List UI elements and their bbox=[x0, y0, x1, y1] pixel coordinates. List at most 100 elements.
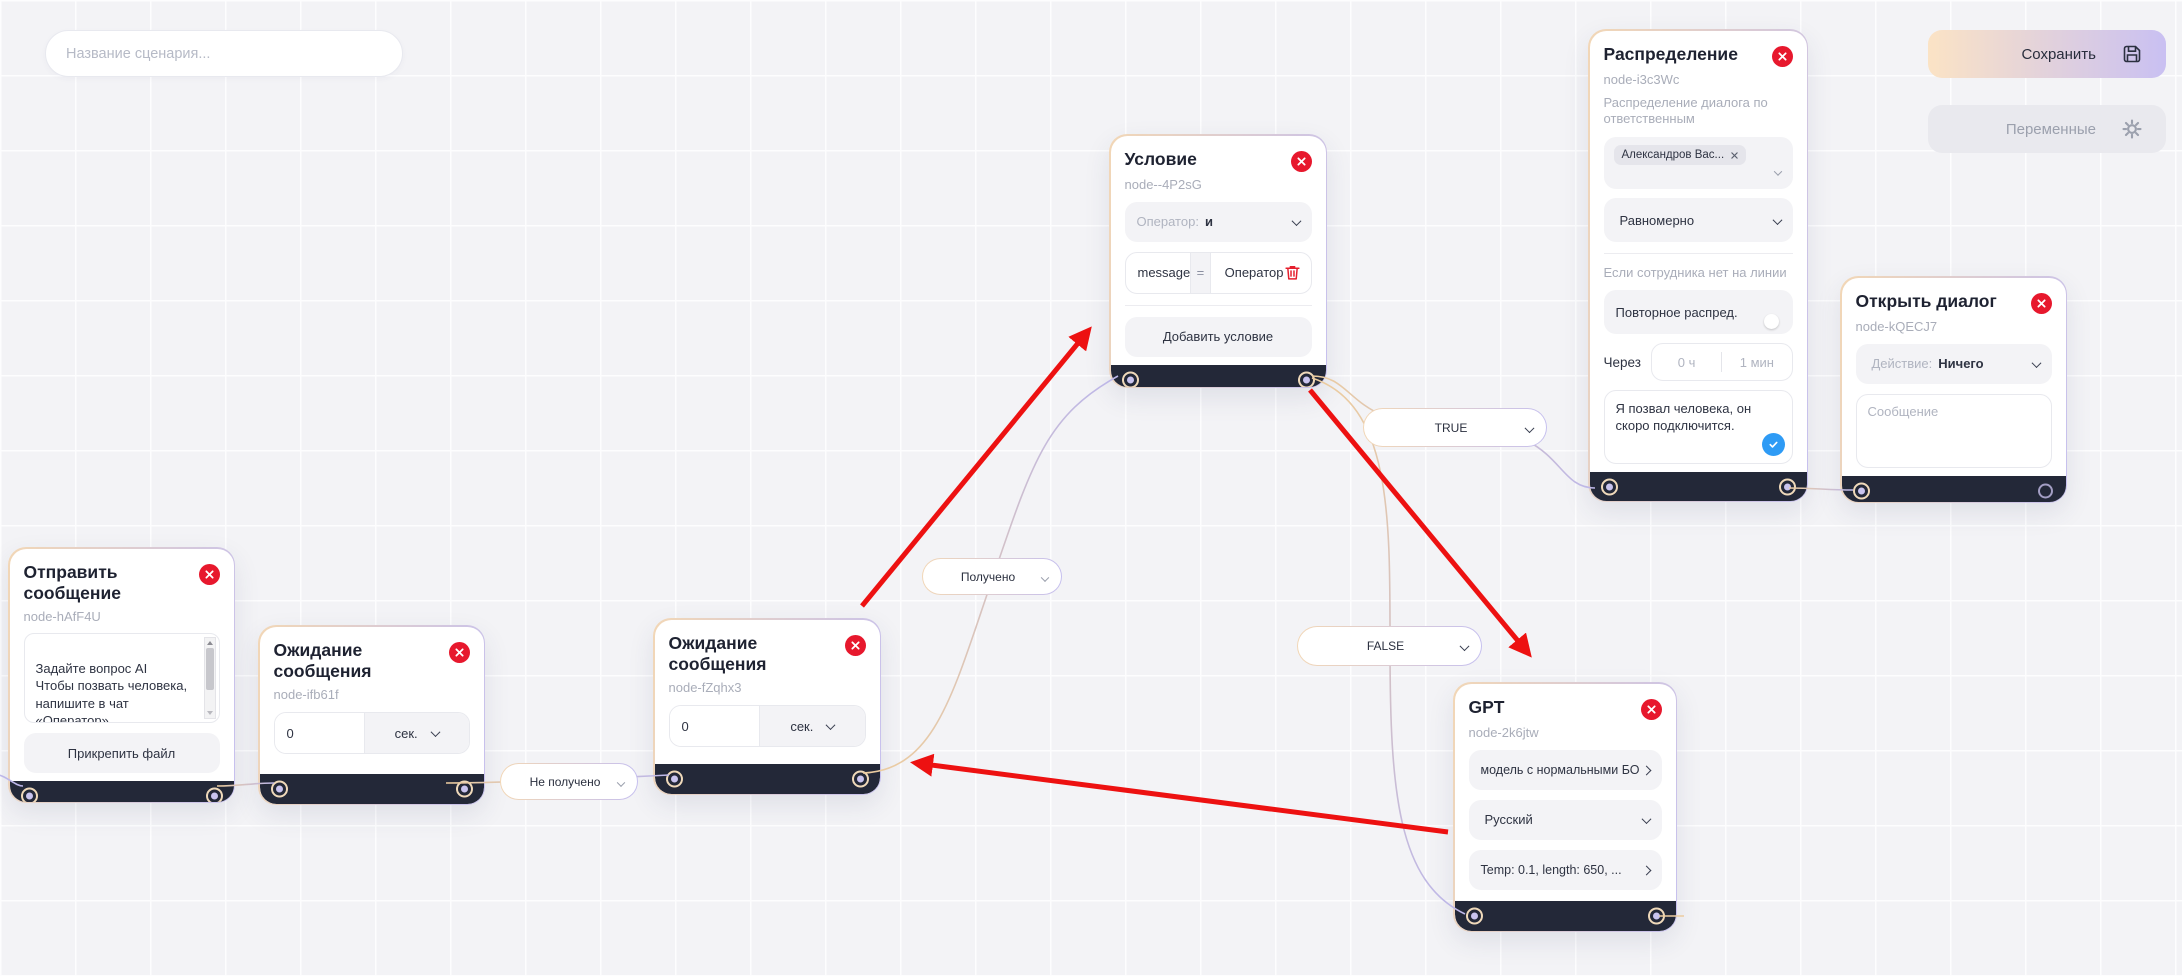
edge-label-not-received[interactable]: Не получено bbox=[500, 763, 638, 800]
chevron-down-icon bbox=[1459, 641, 1470, 652]
node-send-message[interactable]: Отправить сообщение node-hAfF4U Задайте … bbox=[8, 547, 235, 803]
condition-comparator[interactable]: = bbox=[1190, 252, 1211, 293]
condition-value[interactable]: Оператор bbox=[1224, 265, 1284, 280]
node-gpt[interactable]: GPT node-2k6jtw модель с нормальными БО … bbox=[1453, 682, 1677, 932]
scroll-down-icon[interactable] bbox=[206, 711, 213, 716]
edge-label-received[interactable]: Получено bbox=[922, 558, 1062, 595]
after-time-inputs[interactable]: 0 ч 1 мин bbox=[1650, 343, 1793, 382]
node-open-dialog[interactable]: Открыть диалог node-kQECJ7 Действие: Нич… bbox=[1840, 276, 2067, 503]
node-condition[interactable]: Условие node--4P2sG Оператор: и message … bbox=[1109, 134, 1327, 388]
node-description: Распределение диалога по ответственным bbox=[1603, 94, 1768, 127]
offline-label: Если сотрудника нет на линии bbox=[1603, 265, 1787, 281]
action-select[interactable]: Действие: Ничего bbox=[1855, 343, 2052, 384]
distribution-mode-select[interactable]: Равномерно bbox=[1603, 198, 1793, 243]
node-id: node-i3c3Wc bbox=[1603, 71, 1680, 87]
add-condition-button[interactable]: Добавить условие bbox=[1124, 316, 1312, 357]
divider bbox=[1603, 253, 1793, 255]
input-port[interactable] bbox=[665, 770, 683, 787]
close-icon[interactable] bbox=[1640, 698, 1662, 720]
annotation-arrow-gpt-to-wait2 bbox=[910, 753, 1449, 835]
close-icon[interactable] bbox=[844, 634, 866, 656]
check-icon[interactable] bbox=[1761, 433, 1785, 457]
scroll-up-icon[interactable] bbox=[206, 641, 213, 646]
close-icon[interactable] bbox=[2030, 292, 2052, 314]
wait-seconds-input[interactable] bbox=[274, 713, 364, 754]
gpt-model-value: модель с нормальными БО bbox=[1480, 762, 1640, 777]
scenario-name-input[interactable] bbox=[45, 30, 403, 77]
edge-label-false[interactable]: FALSE bbox=[1297, 626, 1482, 666]
attach-file-label: Прикрепить файл bbox=[67, 745, 176, 761]
scroll-thumb[interactable] bbox=[205, 648, 214, 691]
close-icon[interactable] bbox=[1771, 45, 1793, 67]
assignee-multiselect[interactable]: Александров Вас... bbox=[1603, 137, 1793, 190]
wait-unit-select[interactable]: сек. bbox=[363, 713, 469, 754]
node-id: node-2k6jtw bbox=[1468, 724, 1539, 740]
input-port[interactable] bbox=[1852, 482, 1870, 499]
node-wait-message-2[interactable]: Ожидание сообщения node-fZqhx3 сек. bbox=[653, 618, 881, 795]
gpt-model-button[interactable]: модель с нормальными БО bbox=[1468, 749, 1662, 790]
output-port[interactable] bbox=[1647, 907, 1665, 924]
output-port[interactable] bbox=[1778, 478, 1796, 496]
chevron-down-icon bbox=[616, 777, 626, 787]
wait-seconds-input[interactable] bbox=[669, 706, 760, 747]
operator-select[interactable]: Оператор: и bbox=[1124, 201, 1312, 242]
condition-field[interactable]: message bbox=[1137, 265, 1191, 280]
gpt-language-select[interactable]: Русский bbox=[1468, 799, 1662, 840]
divider bbox=[1124, 304, 1312, 306]
close-icon[interactable] bbox=[1290, 150, 1312, 172]
assignee-chip[interactable]: Александров Вас... bbox=[1613, 145, 1747, 166]
divider bbox=[1721, 352, 1723, 373]
chevron-down-icon bbox=[1524, 422, 1535, 433]
after-hours-input[interactable]: 0 ч bbox=[1677, 354, 1696, 370]
chevron-down-icon bbox=[430, 726, 441, 737]
variables-button-label: Переменные bbox=[2005, 120, 2096, 138]
output-port[interactable] bbox=[205, 787, 223, 802]
edge-label-text: Не получено bbox=[529, 774, 601, 789]
node-title: Ожидание сообщения bbox=[668, 632, 767, 674]
chip-remove-icon[interactable] bbox=[1731, 152, 1738, 159]
input-port[interactable] bbox=[1465, 907, 1483, 924]
operator-label: Оператор: bbox=[1136, 214, 1199, 229]
input-port[interactable] bbox=[1121, 371, 1139, 387]
save-icon bbox=[2122, 44, 2142, 64]
chevron-down-icon bbox=[1773, 167, 1782, 177]
node-title: Распределение bbox=[1603, 43, 1738, 64]
message-textarea[interactable]: Задайте вопрос AI Чтобы позвать человека… bbox=[23, 633, 220, 724]
after-minutes-input[interactable]: 1 мин bbox=[1739, 354, 1774, 370]
trash-icon[interactable] bbox=[1284, 264, 1301, 281]
dialog-message-textarea[interactable]: Сообщение bbox=[1855, 393, 2052, 468]
wait-unit-select[interactable]: сек. bbox=[759, 706, 865, 747]
variables-button[interactable]: Переменные bbox=[1928, 105, 2166, 153]
node-distribution[interactable]: Распределение node-i3c3Wc Распределение … bbox=[1588, 29, 1808, 502]
add-condition-label: Добавить условие bbox=[1162, 329, 1274, 344]
message-text: Задайте вопрос AI Чтобы позвать человека… bbox=[35, 660, 188, 724]
output-port[interactable] bbox=[455, 780, 473, 797]
close-icon[interactable] bbox=[448, 641, 470, 663]
input-port[interactable] bbox=[1600, 478, 1618, 496]
attach-file-button[interactable]: Прикрепить файл bbox=[23, 733, 220, 774]
input-port[interactable] bbox=[20, 787, 38, 802]
gpt-language-value: Русский bbox=[1484, 812, 1533, 827]
input-port[interactable] bbox=[270, 780, 288, 797]
distribution-mode-value: Равномерно bbox=[1619, 212, 1695, 228]
handoff-message-textarea[interactable]: Я позвал человека, он скоро подключится. bbox=[1603, 390, 1793, 465]
wait-unit-value: сек. bbox=[394, 725, 418, 741]
condition-row[interactable]: message = Оператор bbox=[1124, 251, 1312, 294]
node-id: node-ifb61f bbox=[273, 687, 339, 703]
close-icon[interactable] bbox=[198, 563, 220, 585]
node-wait-message-1[interactable]: Ожидание сообщения node-ifb61f сек. bbox=[258, 625, 485, 805]
scrollbar[interactable] bbox=[203, 637, 216, 720]
chevron-right-icon bbox=[1641, 765, 1651, 775]
save-button[interactable]: Сохранить bbox=[1928, 30, 2166, 78]
output-port[interactable] bbox=[851, 770, 869, 787]
chevron-right-icon bbox=[1641, 865, 1651, 875]
edge-label-true[interactable]: TRUE bbox=[1363, 408, 1547, 447]
chevron-down-icon bbox=[1641, 814, 1651, 825]
output-port[interactable] bbox=[2037, 483, 2053, 498]
node-title: Ожидание сообщения bbox=[273, 639, 372, 681]
node-id: node-kQECJ7 bbox=[1855, 318, 1938, 334]
output-port[interactable] bbox=[1297, 371, 1315, 387]
gpt-params-button[interactable]: Temp: 0.1, length: 650, ... bbox=[1468, 849, 1662, 890]
gear-icon bbox=[2122, 119, 2142, 139]
